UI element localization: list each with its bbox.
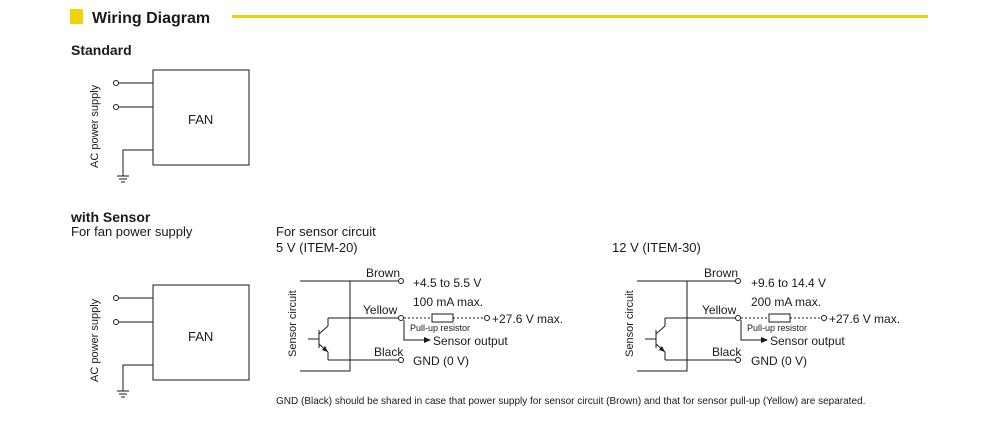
sensor-circuit-box (300, 280, 351, 372)
transistor-icon (308, 318, 329, 360)
gnd-label: GND (0 V) (413, 354, 469, 368)
terminal-icon (398, 315, 404, 321)
standard-supply-label: AC power supply (89, 84, 101, 168)
sensor-circuit-label: Sensor circuit (287, 290, 299, 357)
arrow-icon (424, 337, 431, 343)
yellow-label: Yellow (702, 303, 737, 317)
section-marker (70, 9, 83, 24)
ground-icon (117, 390, 129, 398)
yellow-label: Yellow (363, 303, 398, 317)
black-label: Black (712, 345, 742, 359)
standard-heading: Standard (71, 42, 132, 58)
with-sensor-subheading: For fan power supply (71, 224, 193, 239)
brown-label: Brown (704, 266, 738, 280)
section-title: Wiring Diagram (92, 10, 210, 27)
terminal-icon (113, 80, 119, 86)
terminal-icon (484, 315, 490, 321)
terminal-icon (113, 104, 119, 110)
standard-fan-box (152, 69, 250, 166)
footnote: GND (Black) should be shared in case tha… (276, 396, 865, 407)
sensor-supply-label: AC power supply (89, 298, 101, 382)
pullup-voltage: +27.6 V max. (829, 312, 900, 326)
black-label: Black (374, 345, 404, 359)
terminal-icon (735, 315, 741, 321)
terminal-icon (113, 295, 119, 301)
circuit-title: 12 V (ITEM-30) (612, 240, 701, 255)
current-label: 200 mA max. (751, 295, 821, 309)
arrow-icon (761, 337, 768, 343)
terminal-icon (735, 278, 741, 284)
pullup-voltage: +27.6 V max. (492, 312, 563, 326)
sensor-circuit-5v: 5 V (ITEM-20) Sensor circuit Brown +4.5 (276, 240, 563, 372)
ground-icon (117, 175, 129, 183)
with-sensor-heading: with Sensor (70, 209, 151, 225)
brown-voltage: +4.5 to 5.5 V (413, 276, 481, 290)
terminal-icon (113, 319, 119, 325)
terminal-icon (735, 357, 741, 363)
sensor-fan-box (152, 284, 250, 381)
pullup-label: Pull-up resistor (410, 323, 470, 333)
section-header: Wiring Diagram (70, 9, 928, 27)
transistor-icon (645, 318, 666, 360)
sensor-fan-diagram: AC power supply FAN (89, 284, 250, 398)
sensor-fan-label: FAN (188, 329, 213, 344)
terminal-icon (398, 357, 404, 363)
standard-diagram: AC power supply FAN (89, 69, 250, 183)
pullup-label: Pull-up resistor (747, 323, 807, 333)
pullup-resistor-icon (768, 313, 791, 323)
terminal-icon (821, 315, 827, 321)
current-label: 100 mA max. (413, 295, 483, 309)
brown-voltage: +9.6 to 14.4 V (751, 276, 826, 290)
sensor-circuit-label: Sensor circuit (624, 290, 636, 357)
header-rule (232, 15, 928, 18)
sensor-circuit-heading: For sensor circuit (276, 224, 376, 239)
standard-fan-label: FAN (188, 112, 213, 127)
gnd-label: GND (0 V) (751, 354, 807, 368)
terminal-icon (398, 278, 404, 284)
output-label: Sensor output (433, 334, 508, 348)
sensor-circuit-box (637, 280, 688, 372)
sensor-circuit-12v: 12 V (ITEM-30) Sensor circuit Brown +9. (612, 240, 900, 372)
output-label: Sensor output (770, 334, 845, 348)
pullup-resistor-icon (431, 313, 454, 323)
circuit-title: 5 V (ITEM-20) (276, 240, 358, 255)
brown-label: Brown (366, 266, 400, 280)
